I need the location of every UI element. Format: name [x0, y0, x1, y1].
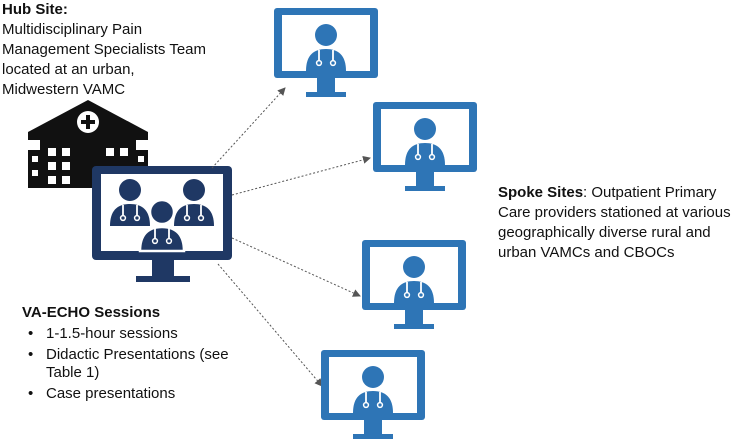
spoke-monitor-4 [321, 350, 425, 439]
spoke-monitor-2 [373, 102, 477, 191]
arrow-to-spoke-1 [211, 87, 286, 169]
spoke-monitor-1 [274, 8, 378, 97]
spoke-monitor-3 [362, 240, 466, 329]
arrow-to-spoke-3 [231, 237, 361, 297]
sessions-list: 1-1.5-hour sessions Didactic Presentatio… [22, 325, 272, 403]
spoke-sites-title: Spoke Sites [498, 184, 584, 201]
hub-site-line: Midwestern VAMC [2, 81, 126, 98]
hub-site-line: Management Specialists Team [2, 41, 206, 58]
hub-site-title: Hub Site: [2, 1, 68, 18]
list-item: 1-1.5-hour sessions [22, 325, 272, 343]
arrow-to-spoke-2 [231, 155, 371, 196]
list-item: Didactic Presentations (see Table 1) [22, 346, 256, 382]
hub-site-description: Hub Site: Multidisciplinary Pain Managem… [2, 0, 262, 100]
list-item: Case presentations [22, 385, 272, 403]
sessions-title: VA-ECHO Sessions [22, 304, 161, 321]
va-echo-sessions: VA-ECHO Sessions 1-1.5-hour sessions Did… [22, 303, 272, 406]
spoke-sites-line: : Outpatient Primary [583, 184, 717, 201]
spoke-sites-line: urban VAMCs and CBOCs [498, 244, 675, 261]
hub-site-line: Multidisciplinary Pain [2, 21, 143, 38]
hub-site-line: located at an urban, [2, 61, 135, 78]
spoke-sites-line: geographically diverse rural and [498, 224, 711, 241]
spoke-sites-description: Spoke Sites: Outpatient Primary Care pro… [498, 183, 748, 263]
spoke-sites-line: Care providers stationed at various [498, 204, 731, 221]
spoke-sites-first-line: Spoke Sites: Outpatient Primary [498, 183, 748, 203]
hub-monitor-with-three-doctors-icon [92, 166, 232, 282]
